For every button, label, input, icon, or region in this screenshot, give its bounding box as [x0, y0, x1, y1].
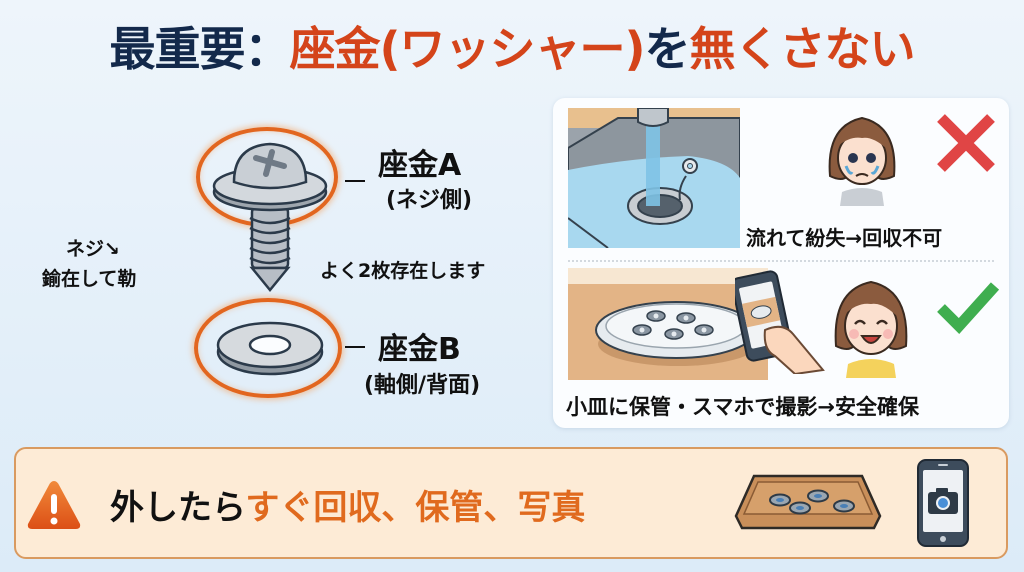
- screw-icon: [212, 142, 328, 292]
- left-note-line1: ネジ↘: [66, 238, 120, 260]
- check-mark-icon: [937, 282, 1000, 334]
- sink-drain-illustration: [568, 108, 740, 248]
- phone-in-hand-icon: [735, 270, 825, 374]
- leader-line-b: [345, 346, 365, 348]
- title-particle: を: [644, 22, 691, 76]
- happy-person-icon: [834, 280, 908, 378]
- title-prefix: 最重要：: [109, 22, 290, 76]
- left-note-line2: 鍮在して勒: [42, 268, 137, 290]
- two-washers-note: よく2枚存在します: [320, 260, 486, 282]
- title-highlight-dont-lose: 無くさない: [689, 22, 916, 76]
- dish-with-washers-illustration: [568, 268, 768, 380]
- washer-a-label: 座金A: [378, 148, 462, 183]
- tray-with-washers-icon: [734, 474, 882, 530]
- leader-line-a: [345, 180, 365, 182]
- washer-b-position: (軸側/背面): [364, 373, 481, 398]
- highlight-ring-b: [194, 298, 342, 398]
- warning-icon: [27, 481, 81, 529]
- reminder-text: 外したらすぐ回収、保管、写真: [110, 480, 585, 529]
- page-title: 最重要：座金(ワッシャー)を無くさない: [0, 14, 1024, 84]
- cross-mark-icon: [937, 114, 995, 172]
- title-highlight-washer: 座金(ワッシャー): [289, 22, 645, 76]
- washer-a-position: (ネジ側): [386, 188, 473, 213]
- good-example-caption: 小皿に保管・スマホで撮影→安全確保: [566, 395, 919, 419]
- washer-b-label: 座金B: [378, 332, 461, 367]
- phone-camera-icon: [917, 459, 969, 547]
- reminder-text-black: 外したら: [110, 488, 246, 528]
- reminder-text-orange: すぐ回収、保管、写真: [245, 488, 586, 528]
- flat-washer-icon: [216, 321, 324, 376]
- sad-person-icon: [828, 116, 896, 206]
- bad-example-caption: 流れて紛失→回収不可: [746, 226, 943, 250]
- card-divider: [568, 260, 994, 262]
